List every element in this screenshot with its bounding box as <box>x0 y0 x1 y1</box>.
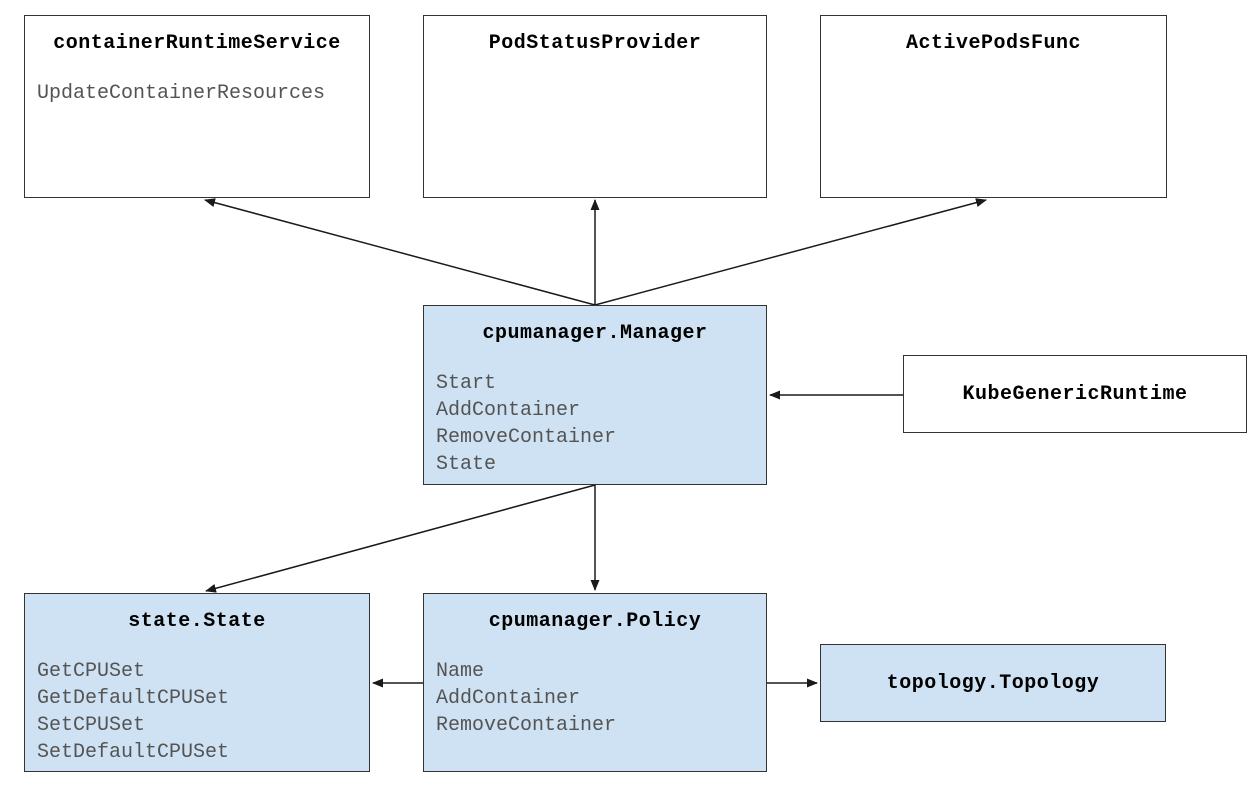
method-label: GetCPUSet <box>37 660 146 683</box>
method-label: AddContainer <box>436 687 581 710</box>
box-container-runtime-service: containerRuntimeService UpdateContainerR… <box>24 15 370 198</box>
method-label: RemoveContainer <box>436 714 617 737</box>
box-title: PodStatusProvider <box>488 32 702 55</box>
arrow-manager-to-container-runtime-service <box>204 198 596 306</box>
box-pod-status-provider: PodStatusProvider <box>423 15 767 198</box>
box-active-pods-func: ActivePodsFunc <box>820 15 1167 198</box>
box-cpumanager-policy: cpumanager.Policy Name AddContainer Remo… <box>423 593 767 772</box>
box-title: cpumanager.Manager <box>482 322 708 345</box>
box-method-list: Name AddContainer RemoveContainer <box>424 658 766 739</box>
box-title: cpumanager.Policy <box>488 610 702 633</box>
box-title: containerRuntimeService <box>53 32 341 55</box>
box-method-list: UpdateContainerResources <box>25 80 369 107</box>
box-title: KubeGenericRuntime <box>962 382 1188 406</box>
box-title: topology.Topology <box>886 671 1100 695</box>
method-label: AddContainer <box>436 399 581 422</box>
box-title: state.State <box>128 610 266 633</box>
arrow-manager-to-active-pods-func <box>594 198 987 306</box>
method-label: State <box>436 453 497 476</box>
method-label: RemoveContainer <box>436 426 617 449</box>
box-cpumanager-manager: cpumanager.Manager Start AddContainer Re… <box>423 305 767 485</box>
method-label: SetDefaultCPUSet <box>37 741 230 764</box>
box-state-state: state.State GetCPUSet GetDefaultCPUSet S… <box>24 593 370 772</box>
box-method-list: Start AddContainer RemoveContainer State <box>424 370 766 478</box>
method-label: Start <box>436 372 497 395</box>
box-kube-generic-runtime: KubeGenericRuntime <box>903 355 1247 433</box>
box-title: ActivePodsFunc <box>905 32 1082 55</box>
method-label: Name <box>436 660 485 683</box>
arrow-manager-to-state-state <box>205 484 596 593</box>
box-topology-topology: topology.Topology <box>820 644 1166 722</box>
box-method-list: GetCPUSet GetDefaultCPUSet SetCPUSet Set… <box>25 658 369 766</box>
method-label: UpdateContainerResources <box>37 82 326 105</box>
method-label: GetDefaultCPUSet <box>37 687 230 710</box>
method-label: SetCPUSet <box>37 714 146 737</box>
